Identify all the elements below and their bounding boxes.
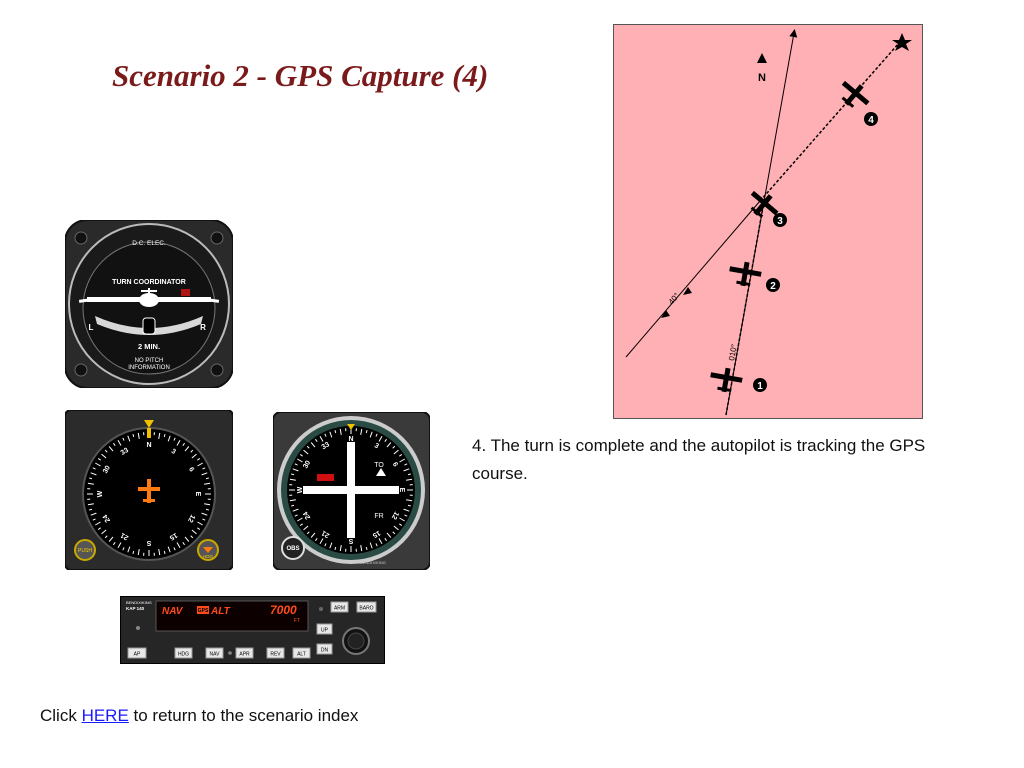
ap-model: KAP 140 <box>126 606 145 611</box>
ap-apr-label: APR <box>239 652 250 658</box>
tc-left: L <box>89 323 94 332</box>
ap-dn-button[interactable]: DN <box>316 643 333 655</box>
hsi-hdg-label: HDG <box>203 554 213 559</box>
ap-mode: NAV <box>162 606 184 617</box>
hsi-card-label: N <box>146 442 151 449</box>
course-map: 40° 010° N 1 2 3 4 <box>613 24 923 419</box>
hsi-card-label: 6 <box>187 466 195 473</box>
obi-card-label: S <box>348 537 353 544</box>
obi-card-label: 33 <box>321 441 331 451</box>
tc-note-1: NO PITCH <box>135 358 164 364</box>
position-number: 4 <box>868 115 874 126</box>
airplane-icon <box>750 190 779 218</box>
tc-name: TURN COORDINATOR <box>112 279 186 286</box>
tc-right: R <box>200 323 206 332</box>
ap-nav-button[interactable]: NAV <box>205 647 224 659</box>
airplane-icon <box>841 80 870 108</box>
position-marker-1: 1 <box>753 378 767 392</box>
obi-card-label: N <box>348 436 353 443</box>
obi-card-label: 30 <box>302 460 312 470</box>
position-number: 1 <box>757 381 763 392</box>
tc-rate: 2 MIN. <box>138 342 160 351</box>
obi-card-label: 6 <box>391 461 399 468</box>
footer-text: Click HERE to return to the scenario ind… <box>40 706 358 726</box>
obi-card-label: 21 <box>321 529 331 539</box>
ap-ap-button[interactable]: AP <box>127 647 147 659</box>
waypoint-star-icon <box>892 33 912 51</box>
ap-up-button[interactable]: UP <box>316 623 333 635</box>
page-title: Scenario 2 - GPS Capture (4) <box>112 58 489 93</box>
ap-rev-label: REV <box>270 652 281 658</box>
hsi-card-label: 12 <box>186 513 196 523</box>
miniature-airplane-icon <box>139 288 159 307</box>
obi-fr-label: FR <box>374 513 383 520</box>
ap-altitude: 7000 <box>270 603 297 617</box>
airplane-icon <box>729 261 762 287</box>
obi-maker: BENDIX/KING <box>360 560 386 565</box>
hsi-card-label: 33 <box>120 447 130 457</box>
autopilot-panel: BENDIX/KING KAP 140 NAV GPS ALT 7000 FT … <box>119 595 386 665</box>
hsi-card-label: 21 <box>120 531 130 541</box>
ap-alt-unit: FT <box>294 618 300 624</box>
ap-alt-button[interactable]: ALT <box>292 647 311 659</box>
airplane-icon <box>710 367 743 393</box>
ap-up-label: UP <box>321 628 329 634</box>
position-number: 3 <box>777 216 783 227</box>
ap-alt-label: ALT <box>297 652 306 658</box>
hsi-push-knob[interactable] <box>74 539 96 561</box>
tc-note-2: INFORMATION <box>128 365 170 371</box>
footer-prefix: Click <box>40 706 82 725</box>
position-marker-4: 4 <box>864 112 878 126</box>
obi-card-label: 12 <box>390 510 400 520</box>
hsi-push-label: PUSH <box>78 548 92 554</box>
ap-hdg-button[interactable]: HDG <box>174 647 193 659</box>
hsi-card-label: 30 <box>102 465 112 475</box>
hsi-card-label: 15 <box>168 531 178 541</box>
obi-card-label: 24 <box>302 510 312 520</box>
ap-ap-label: AP <box>134 652 141 658</box>
hsi-card-label: 24 <box>102 513 112 523</box>
obi-card-label: 3 <box>373 442 380 450</box>
ap-brand: BENDIX/KING <box>126 600 152 605</box>
tc-top-label: D.C. ELEC. <box>132 240 166 247</box>
hsi-card-label: E <box>194 492 201 497</box>
ap-arm-button[interactable]: ARM <box>330 601 349 613</box>
ap-alt-mode: ALT <box>210 606 231 617</box>
turn-coordinator: D.C. ELEC. TURN COORDINATOR L R 2 MIN. N… <box>64 219 234 389</box>
hsi-card-label: S <box>146 539 151 546</box>
map-course-010: 010° <box>727 343 739 361</box>
ap-baro-label: BARO <box>359 606 373 612</box>
position-marker-3: 3 <box>773 213 787 227</box>
hsi-card-label: W <box>97 490 104 497</box>
ap-arm-label: ARM <box>334 606 345 612</box>
obi-to-label: TO <box>374 462 384 469</box>
north-arrow-icon <box>757 53 767 63</box>
obi-card-label: 15 <box>371 529 381 539</box>
obs-knob[interactable] <box>281 536 305 560</box>
position-marker-2: 2 <box>766 278 780 292</box>
ap-arm-indicator: GPS <box>198 608 209 614</box>
map-north-label: N <box>758 72 766 84</box>
obs-label: OBS <box>286 546 299 552</box>
footer-suffix: to return to the scenario index <box>128 706 359 725</box>
obi-card-label: W <box>297 486 304 493</box>
obi-card-label: E <box>398 488 405 493</box>
caption-text: 4. The turn is complete and the autopilo… <box>472 436 926 483</box>
position-number: 2 <box>770 281 776 292</box>
ap-hdg-label: HDG <box>178 652 189 658</box>
hsi-card-label: 3 <box>170 448 177 456</box>
hsi-airplane-icon <box>138 479 160 503</box>
ap-dn-label: DN <box>321 648 329 654</box>
ap-rev-button[interactable]: REV <box>266 647 285 659</box>
ap-baro-button[interactable]: BARO <box>356 601 377 613</box>
ap-apr-button[interactable]: APR <box>235 647 254 659</box>
scenario-index-link[interactable]: HERE <box>81 706 129 725</box>
map-course-40: 40° <box>667 291 682 306</box>
ap-nav-label: NAV <box>210 652 221 658</box>
